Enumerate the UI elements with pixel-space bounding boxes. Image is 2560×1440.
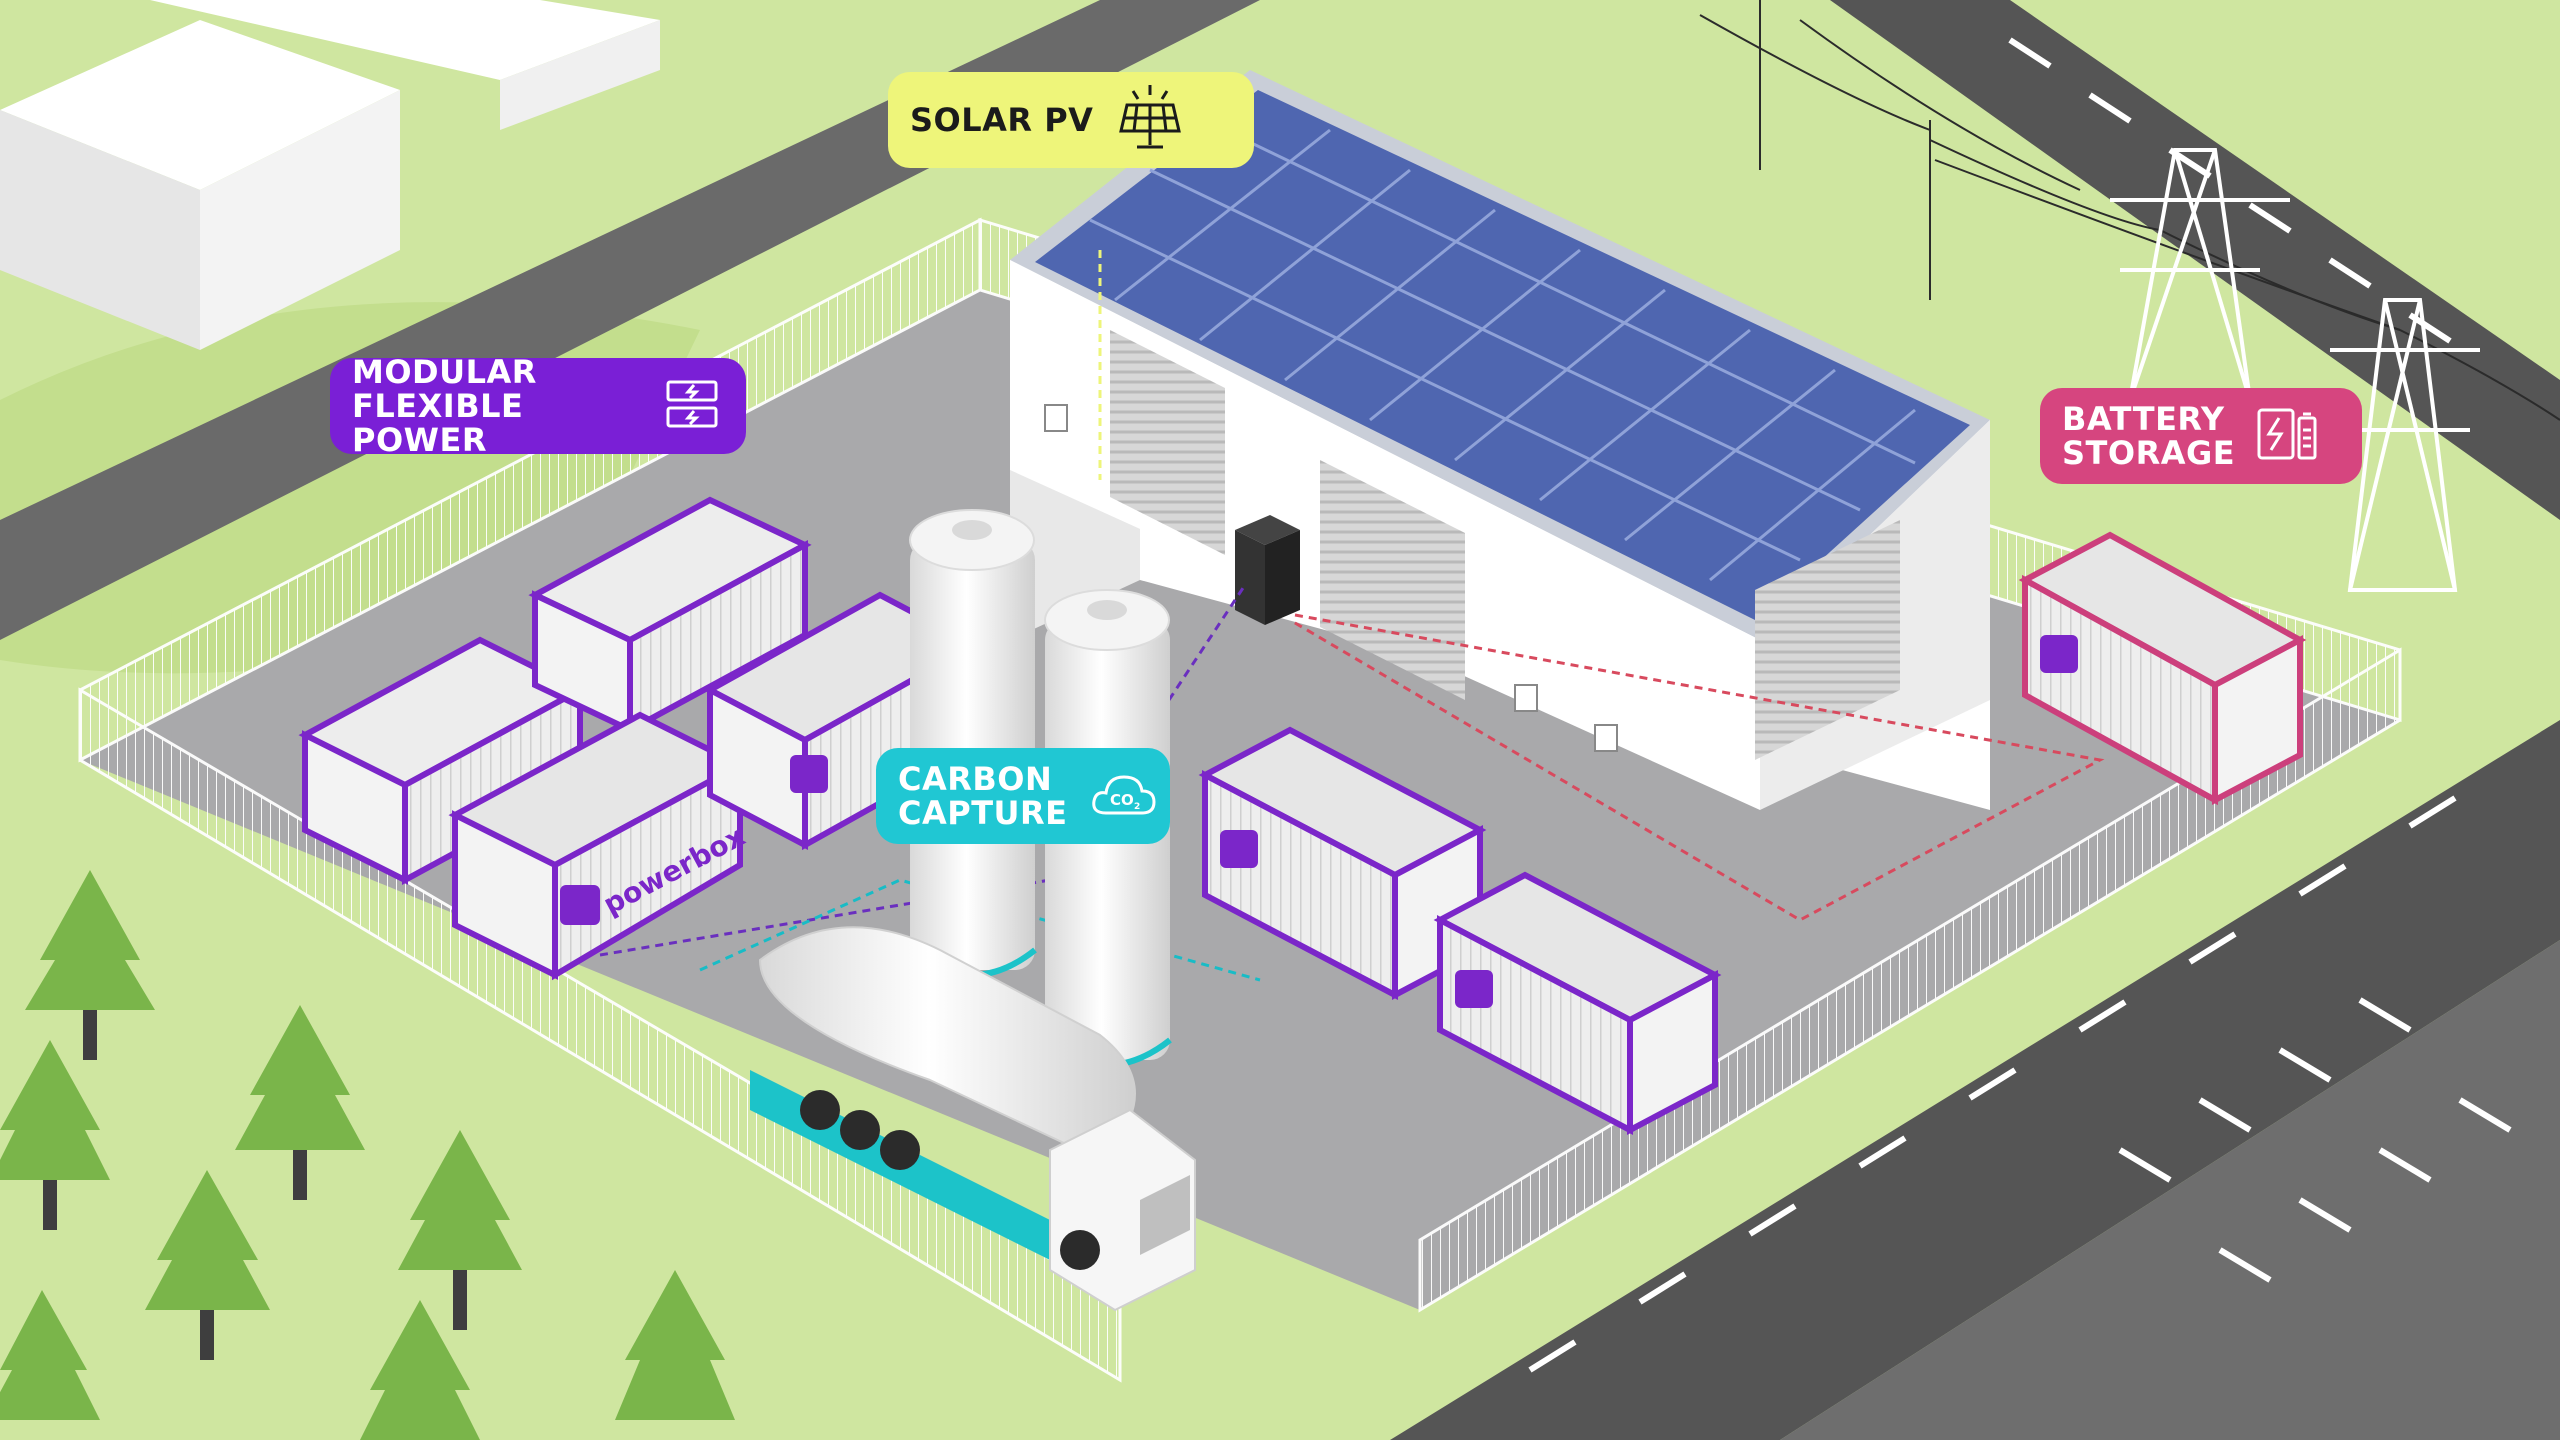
carbon-capture-label: CARBON CAPTURE CO 2	[876, 748, 1170, 844]
battery-storage-label: BATTERY STORAGE	[2040, 388, 2362, 484]
svg-text:2: 2	[1134, 802, 1140, 812]
solar-pv-label: SOLAR PV	[888, 72, 1254, 168]
powerbox-container	[1433, 871, 1722, 1135]
power-module-icon	[664, 376, 720, 436]
tree	[0, 1040, 110, 1230]
tree	[25, 870, 155, 1060]
powerbox-container	[528, 496, 812, 736]
carbon-capture-text: CARBON CAPTURE	[898, 760, 1068, 832]
co2-cloud-icon: CO 2	[1088, 769, 1158, 823]
solar-pv-text: SOLAR PV	[910, 101, 1094, 139]
power-lines	[1699, 0, 2560, 421]
carbon-capture-tank	[908, 509, 1037, 978]
loading-door	[1110, 330, 1225, 555]
tree	[235, 1005, 365, 1200]
battery-icon	[2255, 404, 2321, 468]
battery-container	[2018, 531, 2307, 806]
powerbox-container	[703, 591, 982, 851]
control-cabinet	[1235, 515, 1300, 625]
loading-door	[1755, 520, 1900, 760]
modular-flexible-power-label: MODULAR FLEXIBLE POWER	[330, 353, 746, 459]
svg-text:CO: CO	[1110, 791, 1134, 809]
battery-storage-text: BATTERY STORAGE	[2062, 400, 2236, 472]
tree	[360, 1300, 480, 1440]
parking-lot	[1780, 940, 2560, 1440]
modular-flexible-power-text: MODULAR FLEXIBLE POWER	[352, 353, 537, 459]
powerbox-container: powerbox	[448, 711, 750, 981]
powerbox-container	[298, 636, 587, 886]
road-top-right	[1830, 0, 2560, 520]
tree	[615, 1270, 735, 1420]
tree	[398, 1130, 522, 1330]
offsite-buildings	[0, 0, 660, 350]
road-bottom	[1390, 720, 2560, 1440]
tanker-truck	[750, 926, 1196, 1312]
solar-panel-icon	[1113, 81, 1187, 159]
tree	[145, 1170, 270, 1360]
loading-door	[1320, 460, 1465, 700]
tree	[0, 1290, 100, 1420]
warehouse	[1010, 70, 1990, 810]
powerbox-container	[1198, 726, 1487, 1000]
